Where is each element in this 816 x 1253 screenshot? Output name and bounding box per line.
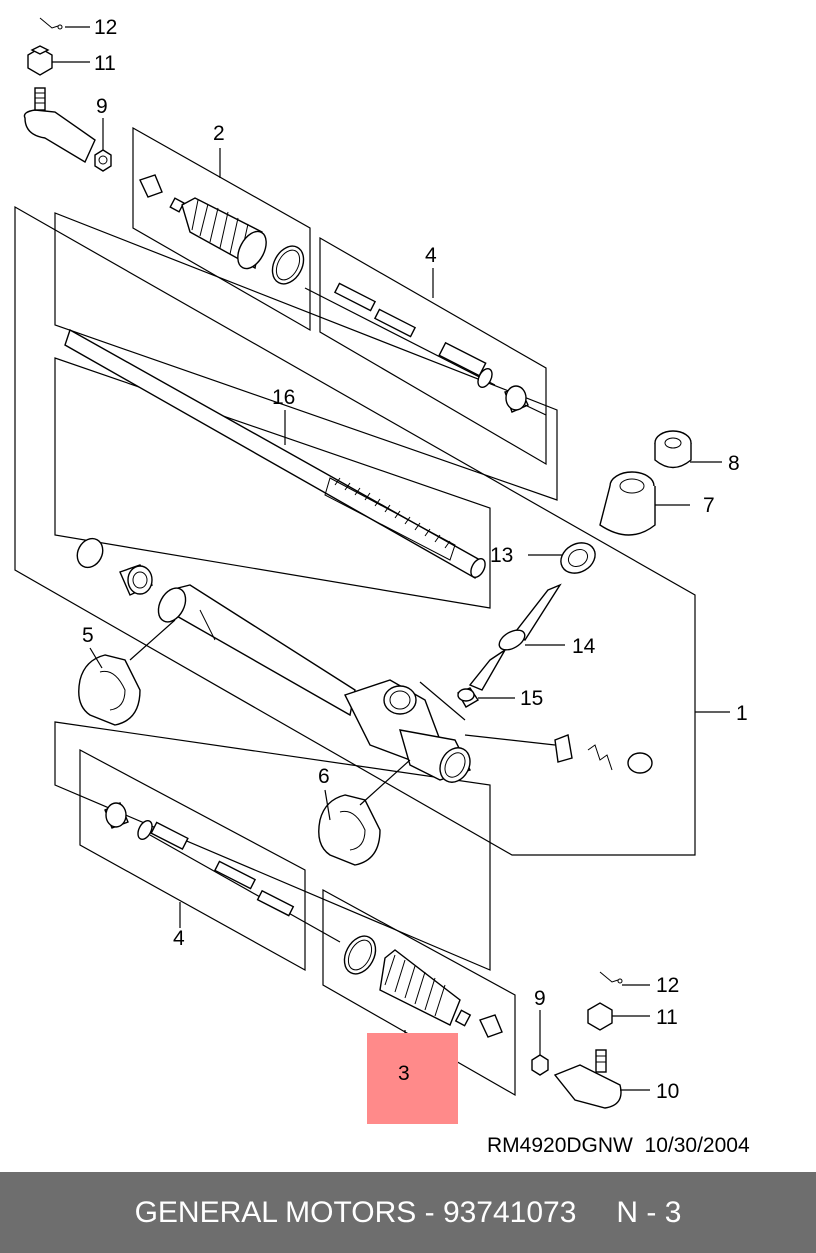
tie-rod-lower: [104, 802, 341, 943]
callout-9-top: 9: [96, 95, 108, 118]
callout-12-top: 12: [94, 16, 117, 39]
mount-6: [318, 794, 381, 866]
callout-6: 6: [318, 765, 330, 788]
callout-5: 5: [82, 624, 94, 647]
frame-rack-outer: [14, 205, 696, 856]
frame-4-lower: [79, 749, 306, 972]
tie-rod-end-lower: [531, 971, 623, 1109]
mount-5: [78, 654, 141, 726]
callout-8: 8: [728, 452, 740, 475]
rack-housing: [157, 584, 471, 783]
callout-11-top: 11: [94, 52, 116, 75]
pinion-assembly: [456, 542, 596, 708]
frame-16: [54, 357, 491, 609]
leader-lines: [52, 26, 730, 1091]
frame-3: [322, 888, 516, 1097]
footer-part-text: GENERAL MOTORS - 93741073: [134, 1195, 577, 1229]
callout-1: 1: [736, 702, 748, 725]
adjuster-parts: [554, 734, 653, 774]
drawing-code: RM4920DGNW: [487, 1134, 633, 1157]
frame-inner-top: [54, 212, 558, 501]
footer-ref: N - 3: [616, 1195, 682, 1229]
highlight-callout-3: 3: [367, 1033, 458, 1124]
boot-upper: [169, 197, 305, 285]
callout-11-bottom: 11: [656, 1006, 678, 1029]
boot-lower: [343, 935, 503, 1038]
callout-12-bottom: 12: [656, 974, 679, 997]
tie-rod-end-upper: [23, 17, 163, 198]
o-ring: [76, 537, 104, 569]
bushing-7: [599, 471, 656, 536]
drawing-stamp: RM4920DGNW 10/30/2004: [487, 1134, 750, 1158]
rack-bushing: [119, 564, 154, 596]
drawing-date: 10/30/2004: [644, 1134, 750, 1157]
rack-bar: [64, 328, 486, 580]
parts-diagram: 12 11 9 2 4 16 8 7 13 5 14 15 1 6 4 12 9…: [14, 16, 748, 1109]
frame-2: [132, 126, 311, 332]
callout-13: 13: [490, 544, 513, 567]
callout-14: 14: [572, 635, 596, 658]
callout-2: 2: [213, 122, 225, 145]
callout-10: 10: [656, 1080, 679, 1103]
callout-16: 16: [272, 386, 295, 409]
callout-7: 7: [703, 494, 715, 517]
callout-15: 15: [520, 687, 543, 710]
callout-4-bottom: 4: [173, 927, 185, 950]
callout-3: 3: [398, 1062, 410, 1085]
bushing-8: [654, 430, 692, 469]
footer-bar: GENERAL MOTORS - 93741073 N - 3: [0, 1172, 816, 1253]
tie-rod-upper: [304, 282, 547, 416]
callout-4-top: 4: [425, 244, 437, 267]
frame-lower-large: [54, 721, 491, 971]
frame-4-upper: [319, 236, 547, 466]
callout-9-bottom: 9: [534, 987, 546, 1010]
